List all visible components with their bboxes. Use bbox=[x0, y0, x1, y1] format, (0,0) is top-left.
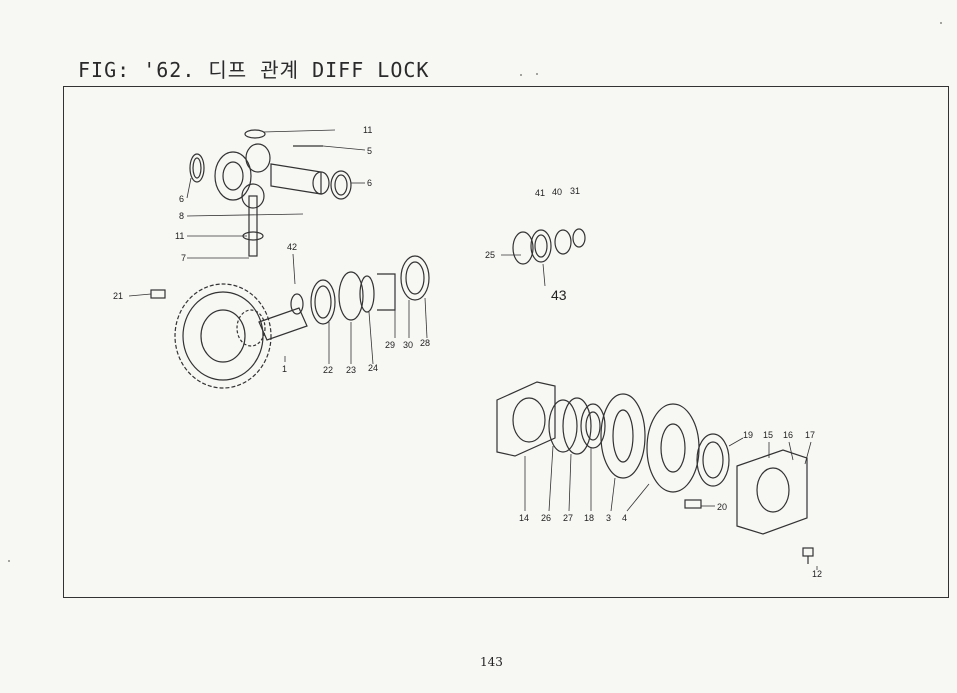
callout-30: 30 bbox=[403, 340, 413, 350]
callout-6-left: 6 bbox=[179, 194, 184, 204]
callout-8: 8 bbox=[179, 211, 184, 221]
exploded-parts-diagram: 11 5 6 6 8 11 7 42 21 1 22 23 24 29 30 2… bbox=[113, 125, 822, 579]
callout-23: 23 bbox=[346, 365, 356, 375]
diff-lock-housing-group bbox=[496, 381, 814, 564]
callout-11-top: 11 bbox=[363, 125, 372, 135]
page-number: 143 bbox=[480, 655, 503, 669]
callout-12: 12 bbox=[812, 569, 822, 579]
callout-4: 4 bbox=[622, 513, 627, 523]
callout-43: 43 bbox=[551, 287, 567, 303]
diagram-frame bbox=[63, 86, 949, 598]
callout-27: 27 bbox=[563, 513, 573, 523]
callout-6-right: 6 bbox=[367, 178, 372, 188]
callout-11-mid: 11 bbox=[175, 231, 184, 241]
callout-22: 22 bbox=[323, 365, 333, 375]
callout-19: 19 bbox=[743, 430, 753, 440]
callout-42: 42 bbox=[287, 242, 297, 252]
callout-5: 5 bbox=[367, 146, 372, 156]
callout-29: 29 bbox=[385, 340, 395, 350]
callout-25: 25 bbox=[485, 250, 495, 260]
callout-26: 26 bbox=[541, 513, 551, 523]
callout-40: 40 bbox=[552, 187, 562, 197]
ring-gear-group bbox=[150, 255, 430, 389]
center-bearing-group bbox=[512, 228, 586, 265]
callout-18: 18 bbox=[584, 513, 594, 523]
callout-1: 1 bbox=[282, 364, 287, 374]
callout-20: 20 bbox=[717, 502, 727, 512]
scan-speck bbox=[536, 73, 538, 75]
callout-28: 28 bbox=[420, 338, 430, 348]
callout-7: 7 bbox=[181, 253, 186, 263]
figure-title: FIG: '62. 디프 관계 DIFF LOCK bbox=[78, 58, 430, 82]
callout-15: 15 bbox=[763, 430, 773, 440]
callout-24: 24 bbox=[368, 363, 378, 373]
callout-31: 31 bbox=[570, 186, 580, 196]
scan-speck bbox=[8, 560, 10, 562]
diff-pinion-group bbox=[189, 129, 352, 257]
callout-14: 14 bbox=[519, 513, 529, 523]
callout-leaders bbox=[128, 129, 818, 570]
callout-17: 17 bbox=[805, 430, 815, 440]
callout-3: 3 bbox=[606, 513, 611, 523]
callout-21: 21 bbox=[113, 291, 123, 301]
scan-speck bbox=[940, 22, 942, 24]
callout-41: 41 bbox=[535, 188, 545, 198]
scan-speck bbox=[520, 74, 522, 76]
callout-16: 16 bbox=[783, 430, 793, 440]
callout-numbers: 11 5 6 6 8 11 7 42 21 1 22 23 24 29 30 2… bbox=[113, 125, 822, 579]
